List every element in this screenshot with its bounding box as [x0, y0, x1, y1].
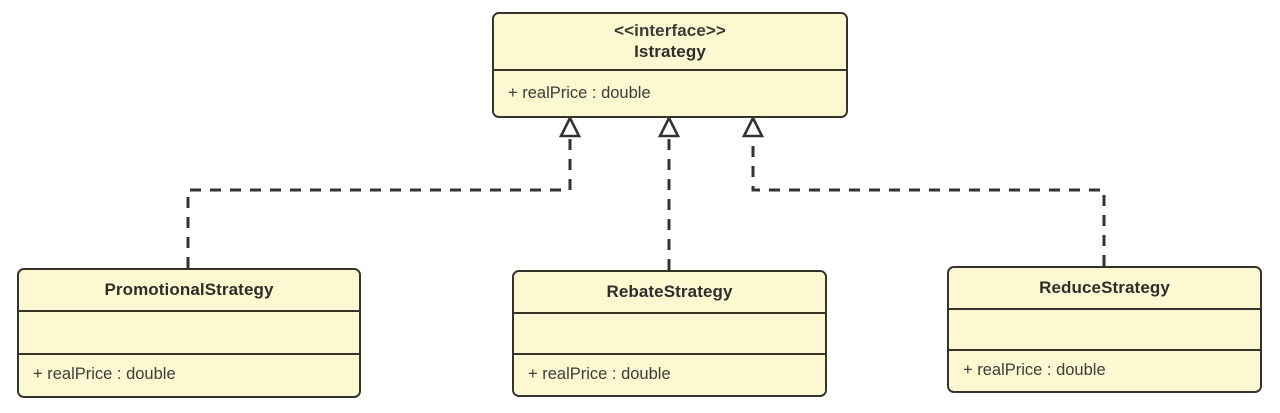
interface-operation: + realPrice : double: [508, 84, 651, 103]
class-operations-compartment: + realPrice : double: [19, 353, 359, 395]
class-operation-rebatestrategy: + realPrice : double: [528, 364, 671, 383]
realization-reduce-to-istrategy: [741, 115, 1106, 266]
uml-class-reducestrategy[interactable]: ReduceStrategy + realPrice : double: [947, 266, 1262, 393]
class-name-rebatestrategy: RebateStrategy: [606, 281, 733, 301]
class-attributes-compartment: [949, 308, 1260, 349]
realization-rebate-to-istrategy: [657, 115, 681, 270]
class-operations-compartment: + realPrice : double: [514, 353, 825, 394]
interface-operations-compartment: + realPrice : double: [494, 69, 846, 116]
class-title-compartment: ReduceStrategy: [949, 268, 1260, 308]
uml-class-promotionalstrategy[interactable]: PromotionalStrategy + realPrice : double: [17, 268, 361, 398]
interface-stereotype: <<interface>>: [614, 20, 726, 40]
class-operation-reducestrategy: + realPrice : double: [963, 360, 1106, 379]
class-attributes-compartment: [19, 310, 359, 353]
class-attributes-compartment: [514, 312, 825, 353]
class-title-compartment: PromotionalStrategy: [19, 270, 359, 310]
uml-class-rebatestrategy[interactable]: RebateStrategy + realPrice : double: [512, 270, 827, 397]
class-operation-promotionalstrategy: + realPrice : double: [33, 365, 176, 384]
class-operations-compartment: + realPrice : double: [949, 349, 1260, 390]
realization-promotional-to-istrategy: [186, 115, 582, 268]
uml-interface-istrategy[interactable]: <<interface>> Istrategy + realPrice : do…: [492, 12, 848, 118]
class-name-reducestrategy: ReduceStrategy: [1039, 277, 1170, 297]
class-name-promotionalstrategy: PromotionalStrategy: [104, 279, 274, 299]
interface-title-compartment: <<interface>> Istrategy: [494, 14, 846, 69]
interface-name: Istrategy: [634, 42, 706, 62]
class-title-compartment: RebateStrategy: [514, 272, 825, 312]
